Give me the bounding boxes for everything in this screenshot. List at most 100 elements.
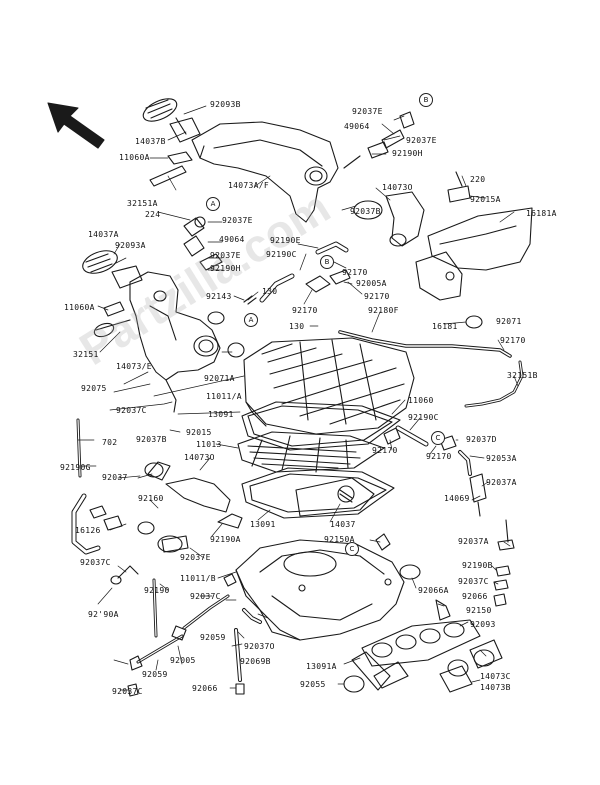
part-label: 13091A <box>306 662 337 671</box>
part-label: 92005 <box>170 656 196 665</box>
part-label: 92190H <box>210 264 241 273</box>
part-label: 92071A <box>204 374 235 383</box>
callout-b: B <box>320 255 334 269</box>
part-label: 32151 <box>73 350 99 359</box>
part-label: 92037O <box>244 642 275 651</box>
part-label: 14037 <box>330 520 356 529</box>
part-label: 13091 <box>208 410 234 419</box>
part-label: 92037C <box>458 577 489 586</box>
callout-a: A <box>206 197 220 211</box>
part-label: 92066 <box>192 684 218 693</box>
part-label: 16181 <box>432 322 458 331</box>
part-label: 16126 <box>75 526 101 535</box>
part-label: 92170 <box>342 268 368 277</box>
part-label: 92053A <box>486 454 517 463</box>
part-label: 92037A <box>486 478 517 487</box>
part-label: 92170 <box>364 292 390 301</box>
part-label: 92059 <box>142 670 168 679</box>
air-filter-element <box>237 431 385 473</box>
part-label: 92037B <box>350 207 381 216</box>
part-label: 92059 <box>200 633 226 642</box>
part-label: 14073C <box>480 672 511 681</box>
part-label: 130 <box>289 322 305 331</box>
throttle-body-joints <box>351 619 503 693</box>
part-label: 14037B <box>135 137 166 146</box>
part-label: 32151A <box>127 199 158 208</box>
part-label: 92015A <box>470 195 501 204</box>
part-label: 92069B <box>240 657 271 666</box>
part-label: 16181A <box>526 209 557 218</box>
part-label: 92005A <box>356 279 387 288</box>
part-label: 92037C <box>80 558 111 567</box>
part-label: 92066 <box>462 592 488 601</box>
part-label: 702 <box>102 438 118 447</box>
part-label: 92190C <box>408 413 439 422</box>
part-label: 92190H <box>392 149 423 158</box>
part-label: 49064 <box>219 235 245 244</box>
lower-air-duct <box>129 271 221 413</box>
part-label: 92037C <box>116 406 147 415</box>
part-label: 11011/A <box>206 392 242 401</box>
side-cover <box>415 171 533 301</box>
part-label: 92190B <box>462 561 493 570</box>
part-label: 92037E <box>222 216 253 225</box>
part-label: 92071 <box>496 317 522 326</box>
part-label: 92075 <box>81 384 107 393</box>
air-cleaner-upper-housing <box>243 337 415 435</box>
part-label: 92093B <box>210 100 241 109</box>
part-label: 92170 <box>426 452 452 461</box>
callout-c: C <box>431 431 445 445</box>
part-label: 92093 <box>470 620 496 629</box>
front-direction-arrow-icon <box>47 102 105 149</box>
upper-air-duct <box>191 121 339 223</box>
part-label: 92037B <box>136 435 167 444</box>
part-label: 11060A <box>64 303 95 312</box>
part-label: 92190A <box>210 535 241 544</box>
part-label: 92037E <box>180 553 211 562</box>
part-label: 92055 <box>300 680 326 689</box>
part-label: 92037D <box>466 435 497 444</box>
upper-intake-funnel <box>142 98 201 143</box>
part-label: 92066A <box>418 586 449 595</box>
callout-a: A <box>244 313 258 327</box>
part-label: 92170 <box>292 306 318 315</box>
part-label: 32151B <box>507 371 538 380</box>
part-label: 92190G <box>60 463 91 472</box>
part-label: 92170 <box>372 446 398 455</box>
part-label: 130 <box>262 287 278 296</box>
lower-intake-funnel <box>82 250 143 289</box>
part-label: 14037A <box>88 230 119 239</box>
part-label: 92015 <box>186 428 212 437</box>
part-label: 92037C <box>190 592 221 601</box>
part-label: 92037A <box>458 537 489 546</box>
part-label: 92190E <box>270 236 301 245</box>
part-label: 92037E <box>210 251 241 260</box>
part-label: 92170 <box>500 336 526 345</box>
part-label: 220 <box>470 175 486 184</box>
part-label: 11013 <box>196 440 222 449</box>
callout-c: C <box>345 542 359 556</box>
air-cleaner-lower-housing <box>235 539 405 641</box>
part-label: 92037 <box>102 473 128 482</box>
part-label: 92180F <box>368 306 399 315</box>
part-label: 13091 <box>250 520 276 529</box>
part-label: 92093A <box>115 241 146 250</box>
part-label: 92190 <box>144 586 170 595</box>
part-label: 14069 <box>444 494 470 503</box>
part-label: 92'90A <box>88 610 119 619</box>
elbow-duct <box>353 191 425 247</box>
part-label: 92037E <box>352 107 383 116</box>
part-label: 14073O <box>184 453 215 462</box>
part-label: 14073O <box>382 183 413 192</box>
part-label: 92143 <box>206 292 232 301</box>
callout-b: B <box>419 93 433 107</box>
part-label: 49064 <box>344 122 370 131</box>
part-label: 11060A <box>119 153 150 162</box>
part-label: 92037C <box>112 687 143 696</box>
part-label: 11011/B <box>180 574 216 583</box>
part-label: 11060 <box>408 396 434 405</box>
part-label: 14073/E <box>116 362 152 371</box>
part-label: 92037E <box>406 136 437 145</box>
